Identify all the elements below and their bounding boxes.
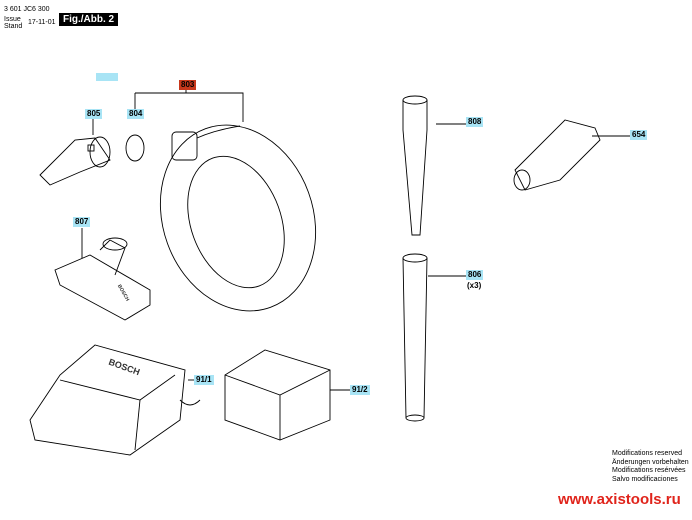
leader-lines	[81, 90, 630, 391]
part-91-2-battery	[224, 349, 331, 441]
issue-date: 17-11-01	[28, 19, 56, 26]
modifications-notice: Modifications reserved Änderungen vorbeh…	[612, 450, 689, 484]
part-805-nozzle	[39, 136, 111, 186]
website-link[interactable]: www.axistools.ru	[558, 491, 681, 508]
part-804-ring	[125, 134, 145, 162]
figure-title: Fig./Abb. 2	[59, 13, 119, 26]
label-808: 808	[466, 117, 484, 127]
issue-label: Issue	[4, 16, 21, 23]
label-91-2: 91/2	[350, 385, 370, 395]
part-803-hose	[159, 124, 317, 312]
mod-es: Salvo modificaciones	[612, 475, 678, 483]
label-806-quantity: (x3)	[467, 281, 482, 290]
part-808-crevice-tool	[402, 95, 428, 236]
label-807: 807	[73, 217, 91, 227]
label-805: 805	[85, 109, 103, 119]
part-91-1-charger	[29, 344, 201, 456]
part-807-upholstery-nozzle	[54, 237, 151, 321]
part-number: 3 601 JC6 300	[4, 6, 50, 13]
label-blank	[96, 73, 118, 81]
mod-fr: Modifications resérvées	[612, 467, 686, 474]
mod-en: Modifications reserved	[612, 450, 683, 457]
label-803: 803	[179, 80, 197, 90]
label-806: 806	[466, 270, 484, 280]
mod-de: Änderungen vorbehalten	[612, 458, 689, 466]
label-654: 654	[630, 130, 648, 140]
label-91-1: 91/1	[194, 375, 214, 385]
part-654-adapter	[513, 119, 601, 191]
label-804: 804	[127, 109, 145, 119]
part-806-extension-tube	[402, 253, 428, 422]
stand-label: Stand	[4, 23, 23, 30]
